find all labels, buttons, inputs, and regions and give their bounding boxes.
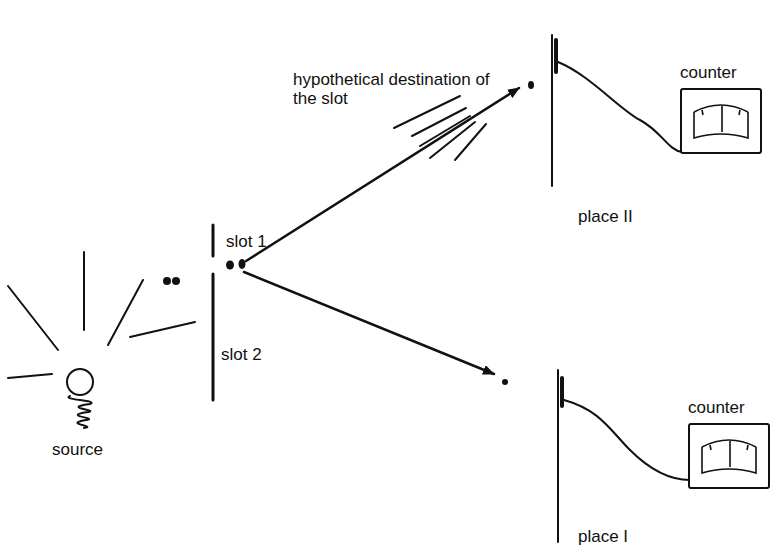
text-label: source	[52, 440, 103, 459]
counter-housing	[680, 88, 762, 154]
wire	[564, 400, 690, 480]
text-label: place II	[578, 207, 633, 226]
counter-housing	[688, 423, 770, 489]
bulb-coil	[68, 396, 91, 428]
counter-label: counter	[688, 398, 770, 417]
meter-dial	[682, 90, 760, 152]
bulb	[67, 369, 93, 395]
path-arrow	[244, 272, 494, 374]
text-label: slot 1	[226, 232, 267, 251]
meter-dial	[690, 425, 768, 487]
barrier	[212, 274, 215, 400]
counter-label: counter	[680, 63, 762, 82]
screen	[557, 370, 559, 542]
counter-meter: counter	[680, 63, 762, 154]
text-label: place I	[578, 527, 628, 546]
barrier	[212, 225, 215, 256]
screen	[551, 35, 553, 186]
text-label: slot 2	[221, 345, 262, 364]
counter-meter: counter	[688, 398, 770, 489]
path-arrow	[246, 88, 519, 261]
wire	[558, 62, 682, 152]
text-label: hypothetical destination of the slot	[293, 70, 493, 108]
